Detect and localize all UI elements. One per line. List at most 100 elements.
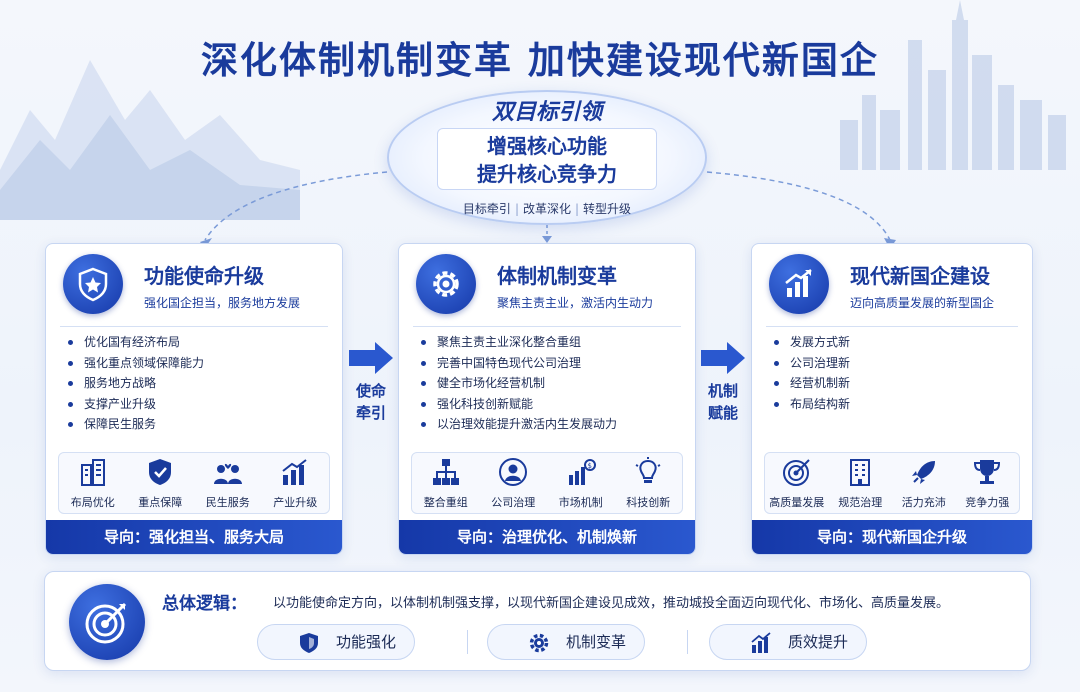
flow-arrow: 机制 赋能	[697, 340, 749, 424]
dual-goal-title: 双目标引领	[491, 100, 602, 125]
overall-logic-bar: 总体逻辑： 以功能使命定方向，以体制机制强支撑，以现代新国企建设见成效，推动城投…	[44, 571, 1031, 671]
arrow-label: 赋能	[707, 404, 738, 422]
panel-footer: 导向：强化担当、服务大局	[46, 520, 342, 554]
icon-item: 产业升级	[262, 457, 328, 510]
logic-text: 以功能使命定方向，以体制机制强支撑，以现代新国企建设见成效，推动城投全面迈向现代…	[273, 596, 950, 611]
target-icon	[782, 458, 810, 486]
list-item: 服务地方战略	[68, 373, 204, 394]
icon-row: 布局优化 重点保障 民生服务 产业升级	[58, 452, 330, 514]
icon-item: 整合重组	[413, 457, 479, 510]
icon-label: 布局优化	[70, 495, 115, 509]
list-item: 支撑产业升级	[68, 394, 204, 415]
list-item: 完善中国特色现代公司治理	[421, 353, 617, 374]
trophy-icon	[974, 459, 1001, 484]
bullet-list: 优化国有经济布局 强化重点领域保障能力 服务地方战略 支撑产业升级 保障民生服务	[68, 332, 204, 435]
people-heart-icon	[213, 463, 242, 484]
panel-system-reform: 体制机制变革 聚焦主责主业，激活内生动力 聚焦主责主业深化整合重组 完善中国特色…	[398, 243, 696, 555]
pill-label: 质效提升	[788, 633, 849, 651]
list-item: 强化重点领域保障能力	[68, 353, 204, 374]
arrow-label: 使命	[355, 382, 386, 400]
icon-label: 整合重组	[423, 495, 468, 509]
mountain-landscape-decoration	[0, 60, 300, 220]
icon-item: 科技创新	[615, 456, 681, 510]
icon-item: 重点保障	[127, 457, 193, 510]
buildings-icon	[80, 458, 105, 486]
arrow-label: 机制	[707, 382, 738, 400]
panel-title: 功能使命升级	[144, 264, 264, 288]
icon-label: 规范治理	[838, 495, 883, 509]
panel-footer: 导向：现代新国企升级	[752, 520, 1032, 554]
list-item: 优化国有经济布局	[68, 332, 204, 353]
icon-item: 布局优化	[60, 457, 126, 510]
list-item: 健全市场化经营机制	[421, 373, 617, 394]
icon-row: 整合重组 公司治理 $ 市场机制 科技创新	[411, 452, 683, 514]
pill-label: 功能强化	[336, 633, 397, 651]
panel-title: 现代新国企建设	[850, 264, 990, 288]
icon-item: 竞争力强	[956, 457, 1020, 510]
rocket-icon	[911, 460, 935, 484]
shield-icon	[149, 458, 172, 485]
growth-chart-icon	[751, 632, 771, 653]
building-icon	[850, 458, 871, 486]
dual-goal-line: 增强核心功能	[487, 134, 607, 158]
list-item: 以治理效能提升激活内生发展动力	[421, 414, 617, 435]
logic-label: 总体逻辑：	[162, 594, 247, 614]
list-item: 发展方式新	[774, 332, 850, 353]
icon-label: 科技创新	[626, 495, 671, 509]
shield-icon	[300, 633, 318, 653]
list-item: 保障民生服务	[68, 414, 204, 435]
list-item: 布局结构新	[774, 394, 850, 415]
panel-subtitle: 强化国企担当，服务地方发展	[144, 296, 301, 310]
list-item: 聚焦主责主业深化整合重组	[421, 332, 617, 353]
growth-chart-icon	[282, 458, 307, 485]
shield-star-icon	[63, 254, 123, 314]
bullet-list: 聚焦主责主业深化整合重组 完善中国特色现代公司治理 健全市场化经营机制 强化科技…	[421, 332, 617, 435]
icon-label: 活力充沛	[901, 495, 946, 509]
panel-subtitle: 迈向高质量发展的新型国企	[850, 296, 995, 310]
icon-item: 活力充沛	[892, 457, 956, 510]
bullet-list: 发展方式新 公司治理新 经营机制新 布局结构新	[774, 332, 850, 414]
icon-label: 重点保障	[138, 495, 183, 509]
svg-text:$: $	[587, 462, 591, 470]
icon-row: 高质量发展 规范治理 活力充沛 竞争力强	[764, 452, 1020, 514]
market-chart-icon: $	[568, 458, 596, 485]
arrow-label: 牵引	[355, 404, 386, 422]
icon-label: 产业升级	[273, 495, 318, 509]
org-chart-icon	[432, 458, 459, 485]
pill-mechanism-reform: 机制变革	[487, 624, 645, 660]
bar-chart-icon	[769, 254, 829, 314]
panel-footer: 导向：治理优化、机制焕新	[399, 520, 695, 554]
gear-icon	[529, 633, 549, 653]
panel-title: 体制机制变革	[497, 264, 617, 288]
icon-item: 民生服务	[195, 457, 261, 510]
pill-function-strengthen: 功能强化	[257, 624, 415, 660]
lightbulb-icon	[635, 456, 661, 483]
gear-icon	[416, 254, 476, 314]
pill-quality-improve: 质效提升	[709, 624, 867, 660]
list-item: 经营机制新	[774, 373, 850, 394]
dual-goal-box: 增强核心功能 提升核心竞争力	[437, 128, 657, 190]
flow-arrow: 使命 牵引	[345, 340, 397, 424]
right-arrow-icon	[701, 342, 745, 374]
page-title: 深化体制机制变革 加快建设现代新国企	[201, 39, 879, 82]
panel-function-mission: 功能使命升级 强化国企担当，服务地方发展 优化国有经济布局 强化重点领域保障能力…	[45, 243, 343, 555]
dual-goal-tags: 目标牵引|改革深化|转型升级	[462, 202, 632, 216]
right-arrow-icon	[349, 342, 393, 374]
list-item: 公司治理新	[774, 353, 850, 374]
icon-item: 规范治理	[829, 457, 893, 510]
icon-label: 竞争力强	[965, 495, 1010, 509]
panel-subtitle: 聚焦主责主业，激活内生动力	[497, 296, 654, 310]
icon-label: 市场机制	[558, 495, 603, 509]
icon-label: 高质量发展	[769, 495, 825, 509]
goal-tag: 改革深化	[522, 202, 571, 216]
list-item: 强化科技创新赋能	[421, 394, 617, 415]
icon-label: 民生服务	[205, 495, 250, 509]
pill-label: 机制变革	[566, 633, 627, 651]
target-icon	[69, 584, 145, 660]
panel-modern-soe: 现代新国企建设 迈向高质量发展的新型国企 发展方式新 公司治理新 经营机制新 布…	[751, 243, 1033, 555]
icon-label: 公司治理	[491, 495, 536, 509]
person-circle-icon	[499, 457, 528, 486]
city-skyline-decoration	[840, 0, 1066, 170]
icon-item: $ 市场机制	[548, 457, 614, 510]
dual-goal-line: 提升核心竞争力	[477, 162, 617, 186]
